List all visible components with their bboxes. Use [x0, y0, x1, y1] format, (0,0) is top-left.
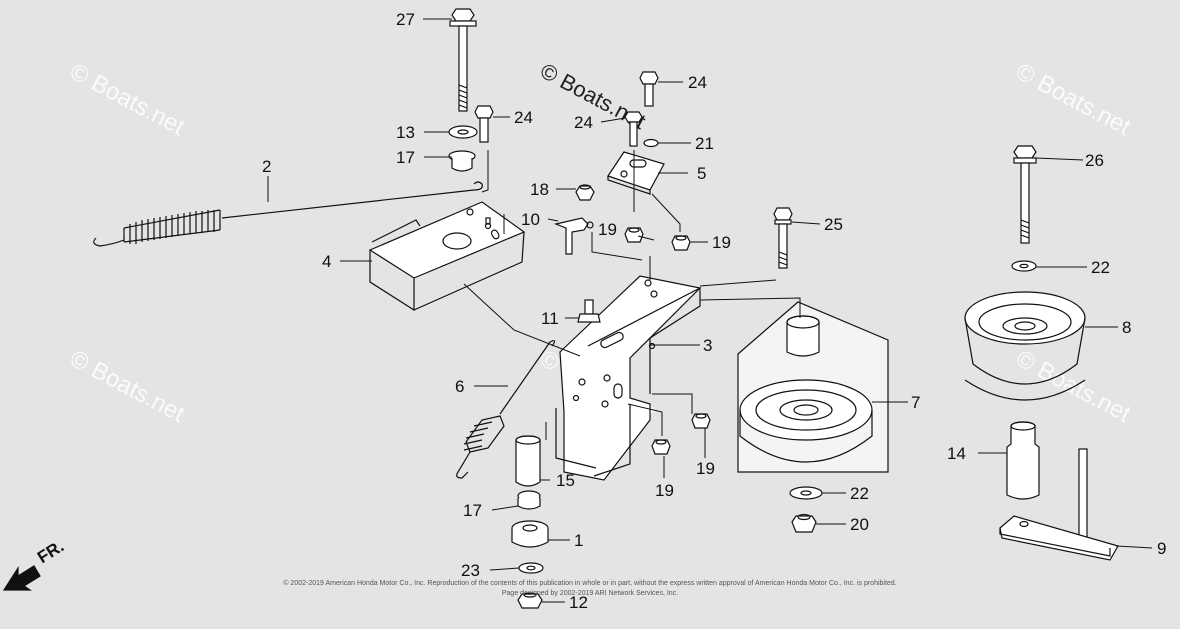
callout-labels: 27 24 24 24 13 17 2 21 5 18 10 19 19 25 …: [262, 10, 1166, 612]
callout-9: 9: [1157, 539, 1166, 558]
callout-17: 17: [396, 148, 415, 167]
part-8-idler-pulley: [964, 291, 1086, 401]
part-19-nut: [651, 439, 671, 455]
part-19-nut: [691, 413, 711, 429]
callout-6: 6: [455, 377, 464, 396]
part-7-pulley-assembly: [737, 301, 889, 473]
part-13-washer: [448, 125, 478, 139]
callout-1: 1: [574, 531, 583, 550]
callout-10: 10: [521, 210, 540, 229]
callout-13: 13: [396, 123, 415, 142]
part-22-washer: [1011, 260, 1037, 272]
part-1-bearing: [511, 520, 549, 548]
part-27-bolt: [449, 8, 477, 112]
part-25-bolt: [773, 207, 793, 269]
copyright-line: © 2002-2019 American Honda Motor Co., In…: [283, 580, 897, 587]
copyright-line: Page designed by 2002-2019 ARI Network S…: [501, 590, 679, 597]
callout-26: 26: [1085, 151, 1104, 170]
callout-11: 11: [541, 309, 559, 328]
callout-14: 14: [947, 444, 966, 463]
part-23-washer: [518, 562, 544, 574]
callout-22: 22: [1091, 258, 1110, 277]
part-5-plate: [607, 151, 665, 195]
callout-24: 24: [514, 108, 533, 127]
callout-12: 12: [569, 593, 588, 612]
part-20-nut: [791, 513, 817, 533]
part-21-washer: [643, 138, 659, 148]
part-14-spacer: [1006, 421, 1040, 500]
part-26-bolt: [1013, 145, 1037, 244]
callout-24: 24: [688, 73, 707, 92]
callout-15: 15: [556, 471, 575, 490]
part-24-bolt: [624, 111, 643, 147]
callout-27: 27: [396, 10, 415, 29]
part-22-washer: [789, 486, 823, 500]
callout-17: 17: [463, 501, 482, 520]
callout-25: 25: [824, 215, 843, 234]
callout-19: 19: [655, 481, 674, 500]
callout-2: 2: [262, 157, 271, 176]
part-18-nut: [575, 184, 595, 201]
callout-8: 8: [1122, 318, 1131, 337]
callout-19: 19: [696, 459, 715, 478]
callout-3: 3: [703, 336, 712, 355]
part-17-bushing: [448, 150, 476, 172]
part-24-bolt: [474, 105, 494, 143]
callout-18: 18: [530, 180, 549, 199]
part-17-bushing: [517, 490, 541, 510]
callout-23: 23: [461, 561, 480, 580]
part-24-bolt: [639, 71, 659, 107]
callout-19: 19: [712, 233, 731, 252]
callout-22: 22: [850, 484, 869, 503]
part-12-nut: [517, 592, 543, 609]
callout-4: 4: [322, 252, 331, 271]
callout-5: 5: [697, 164, 706, 183]
callout-24: 24: [574, 113, 593, 132]
callout-20: 20: [850, 515, 869, 534]
part-19-nut: [624, 227, 644, 243]
part-15-spacer: [515, 435, 541, 487]
fr-arrow: [2, 565, 41, 591]
part-2-spring: [93, 181, 483, 247]
part-3-bracket: [555, 275, 702, 481]
part-11-bolt: [577, 299, 601, 323]
part-10-link: [553, 217, 594, 255]
leader-lines: [267, 18, 1153, 603]
part-6-spring: [456, 340, 556, 479]
part-9-pin-bracket: [999, 448, 1119, 561]
callout-21: 21: [695, 134, 714, 153]
callout-7: 7: [911, 393, 920, 412]
callout-19: 19: [598, 220, 617, 239]
part-4-bracket: [368, 201, 526, 312]
part-19-nut: [671, 235, 691, 251]
